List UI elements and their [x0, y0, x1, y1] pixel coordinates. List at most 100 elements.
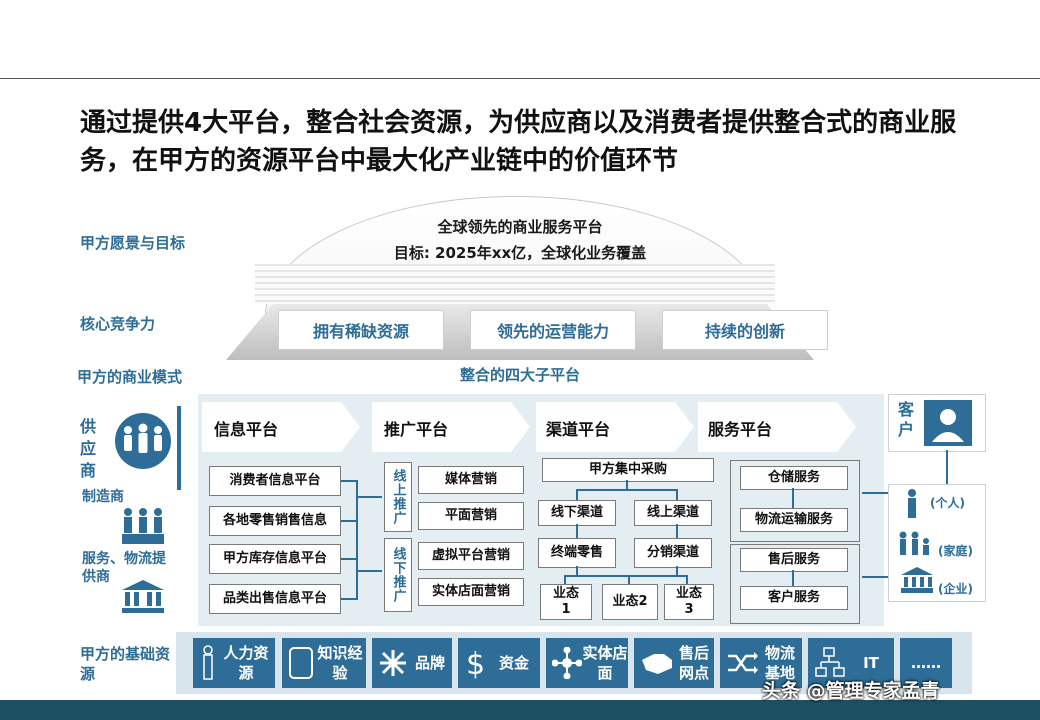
promo-store: 实体店面营销	[418, 578, 524, 606]
channel-format-2: 业态2	[602, 584, 658, 620]
service-warehouse: 仓储服务	[740, 466, 848, 490]
dome-stripes	[255, 264, 775, 304]
resource-service-points-label: 售后网点	[678, 644, 709, 682]
handshake-icon	[642, 654, 672, 674]
resource-hr: 人力资源	[193, 638, 275, 688]
resource-funds: $ 资金	[458, 638, 540, 688]
connector	[628, 575, 630, 584]
platform-chevron-channel	[536, 402, 694, 452]
resource-funds-label: 资金	[498, 654, 529, 672]
customer-avatar-icon	[924, 400, 972, 446]
manufacturer-icon	[122, 508, 164, 544]
info-item-retail: 各地零售销售信息	[209, 506, 341, 536]
resource-it: IT	[808, 638, 894, 688]
connector	[676, 524, 678, 540]
channel-central-purchase: 甲方集中采购	[542, 458, 714, 482]
channel-offline: 线下渠道	[538, 500, 616, 526]
platform-promo-label: 推广平台	[384, 420, 449, 439]
suppliers-group-icon	[115, 413, 171, 469]
top-header-bar	[0, 0, 1040, 79]
connector	[946, 450, 948, 484]
connector-arrow-offline	[356, 570, 382, 572]
dollar-icon: $	[466, 647, 485, 680]
connector-arrow-online	[356, 496, 382, 498]
supplier-label: 供应商	[80, 417, 97, 480]
info-item-consumer: 消费者信息平台	[209, 466, 341, 496]
customer-individual-label: (个人)	[930, 496, 965, 510]
watermark: 头条 @管理专家孟青	[762, 680, 940, 702]
resource-logistics: 物流基地	[720, 638, 802, 688]
individual-icon	[908, 489, 916, 518]
resource-brand: 品牌	[372, 638, 452, 688]
resource-knowledge: 知识经验	[282, 638, 366, 688]
row-label-model: 甲方的商业模式	[77, 368, 183, 386]
competency-3: 持续的创新	[662, 310, 828, 350]
connector	[356, 480, 358, 600]
channel-online: 线上渠道	[634, 500, 712, 526]
service-group-2	[730, 544, 860, 624]
connector	[576, 524, 578, 540]
supplier-divider	[177, 406, 181, 490]
customer-label: 客户	[898, 400, 915, 439]
person-icon	[203, 645, 213, 680]
resource-hr-label: 人力资源	[223, 644, 269, 682]
platform-chevron-info	[202, 402, 360, 452]
promo-virtual: 虚拟平台营销	[418, 542, 524, 570]
service-group-1	[730, 460, 860, 542]
row-label-vision: 甲方愿景与目标	[80, 234, 186, 252]
platform-channel-label: 渠道平台	[546, 420, 611, 439]
promo-media: 媒体营销	[418, 466, 524, 494]
computer-icon	[815, 647, 845, 677]
competency-2: 领先的运营能力	[470, 310, 636, 350]
tablet-icon	[289, 647, 313, 679]
service-provider-label: 服务、物流提供商	[82, 551, 166, 585]
resource-more: ……	[900, 638, 952, 688]
connector	[341, 480, 357, 482]
service-customer: 客户服务	[740, 586, 848, 610]
connector	[626, 480, 628, 490]
row-label-base: 甲方的基础资源	[80, 645, 171, 683]
connector	[341, 558, 357, 560]
platform-info-label: 信息平台	[214, 420, 279, 439]
family-icon	[899, 531, 929, 555]
promo-online-label: 线上推广	[384, 462, 412, 532]
resource-it-label: IT	[863, 654, 879, 672]
platform-chevron-promo	[372, 402, 530, 452]
manufacturer-label: 制造商	[82, 489, 124, 505]
service-after-sales: 售后服务	[740, 548, 848, 572]
connector	[676, 489, 678, 501]
service-logistics: 物流运输服务	[740, 508, 848, 532]
platforms-title: 整合的四大子平台	[459, 366, 580, 384]
connector	[341, 520, 357, 522]
channel-retail: 终端零售	[538, 538, 616, 568]
page-title: 通过提供4大平台，整合社会资源，为供应商以及消费者提供整合式的商业服务，在甲方的…	[80, 108, 957, 176]
resource-service-points: 售后网点	[634, 638, 714, 688]
channel-distribution: 分销渠道	[634, 538, 712, 568]
connector	[576, 489, 578, 501]
resource-knowledge-label: 知识经验	[317, 644, 363, 682]
resource-brand-label: 品牌	[414, 654, 445, 672]
connector	[686, 575, 688, 584]
footer-bar	[0, 700, 1040, 720]
platform-service-label: 服务平台	[708, 420, 773, 439]
resource-stores: 实体店面	[546, 638, 628, 688]
info-item-inventory: 甲方库存信息平台	[209, 544, 341, 574]
connector	[676, 566, 678, 576]
promo-offline-label: 线下推广	[384, 538, 412, 612]
vision-line-1: 全球领先的商业服务平台	[437, 218, 603, 236]
enterprise-building-icon	[901, 567, 933, 593]
bank-building-icon	[122, 580, 164, 613]
sparkle-icon	[380, 650, 406, 676]
connector	[576, 566, 578, 576]
connector	[564, 575, 688, 577]
channel-format-1: 业态 1	[540, 584, 592, 620]
connector-arrow-customer	[862, 492, 888, 494]
info-item-category: 品类出售信息平台	[209, 584, 341, 614]
connector	[564, 575, 566, 584]
resource-more-label: ……	[911, 654, 941, 672]
svg-text:$: $	[466, 647, 485, 680]
connector	[341, 598, 357, 600]
resource-stores-label: 实体店面	[582, 644, 628, 682]
customer-family-label: (家庭)	[938, 544, 973, 558]
platform-chevron-service	[698, 402, 856, 452]
